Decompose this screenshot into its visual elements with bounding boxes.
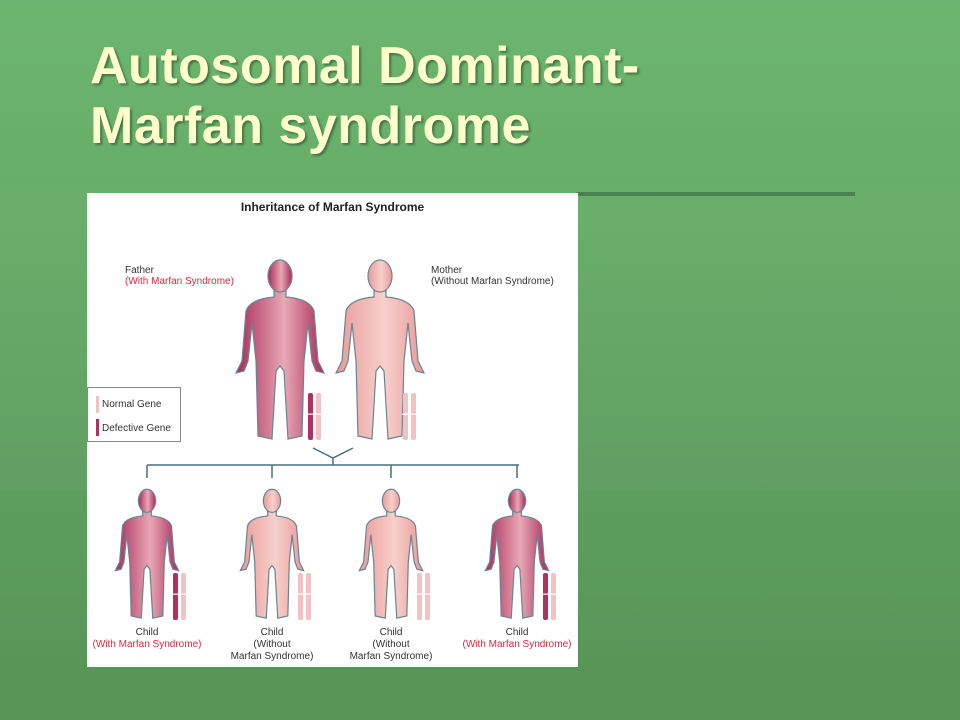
mother-label: Mother xyxy=(431,265,463,276)
mother-status: (Without Marfan Syndrome) xyxy=(431,276,554,287)
child-4-figure xyxy=(484,488,550,619)
father-status: (With Marfan Syndrome) xyxy=(125,276,234,287)
child-4-status: (With Marfan Syndrome) xyxy=(462,639,572,650)
child-3-status-2: Marfan Syndrome) xyxy=(349,651,433,662)
normal-gene-swatch xyxy=(96,396,99,413)
child-1-label: Child xyxy=(135,627,159,638)
child-1-figure xyxy=(114,488,180,619)
child-1-status: (With Marfan Syndrome) xyxy=(92,639,202,650)
legend: Normal Gene Defective Gene xyxy=(87,387,181,442)
child-2-label: Child xyxy=(260,627,284,638)
mother-chromosomes xyxy=(402,393,417,440)
father-chromosomes xyxy=(307,393,322,440)
child-3-figure xyxy=(358,488,424,619)
child-1-chromosomes xyxy=(172,573,187,620)
legend-defective: Defective Gene xyxy=(102,423,171,434)
title-rule xyxy=(577,192,855,196)
child-4-label: Child xyxy=(505,627,529,638)
figure-title: Inheritance of Marfan Syndrome xyxy=(240,200,425,214)
slide-title: Autosomal Dominant- Marfan syndrome xyxy=(90,36,640,156)
pedigree-illustration xyxy=(114,259,557,620)
child-2-figure xyxy=(239,488,305,619)
father-label: Father xyxy=(125,265,154,276)
child-3-chromosomes xyxy=(416,573,431,620)
father-figure xyxy=(234,259,326,440)
mother-figure xyxy=(334,259,426,440)
child-2-status-2: Marfan Syndrome) xyxy=(230,651,314,662)
inheritance-tree-lines xyxy=(146,447,519,478)
title-line-1: Autosomal Dominant- xyxy=(90,37,640,95)
child-3-label: Child xyxy=(379,627,403,638)
defective-gene-swatch xyxy=(96,419,99,436)
child-4-chromosomes xyxy=(542,573,557,620)
title-line-2: Marfan syndrome xyxy=(90,97,531,155)
marfan-inheritance-figure: Inheritance of Marfan Syndrome Father (W… xyxy=(87,193,578,667)
legend-normal: Normal Gene xyxy=(102,399,162,410)
child-3-status-1: (Without xyxy=(372,639,410,650)
child-2-status-1: (Without xyxy=(253,639,291,650)
child-2-chromosomes xyxy=(297,573,312,620)
